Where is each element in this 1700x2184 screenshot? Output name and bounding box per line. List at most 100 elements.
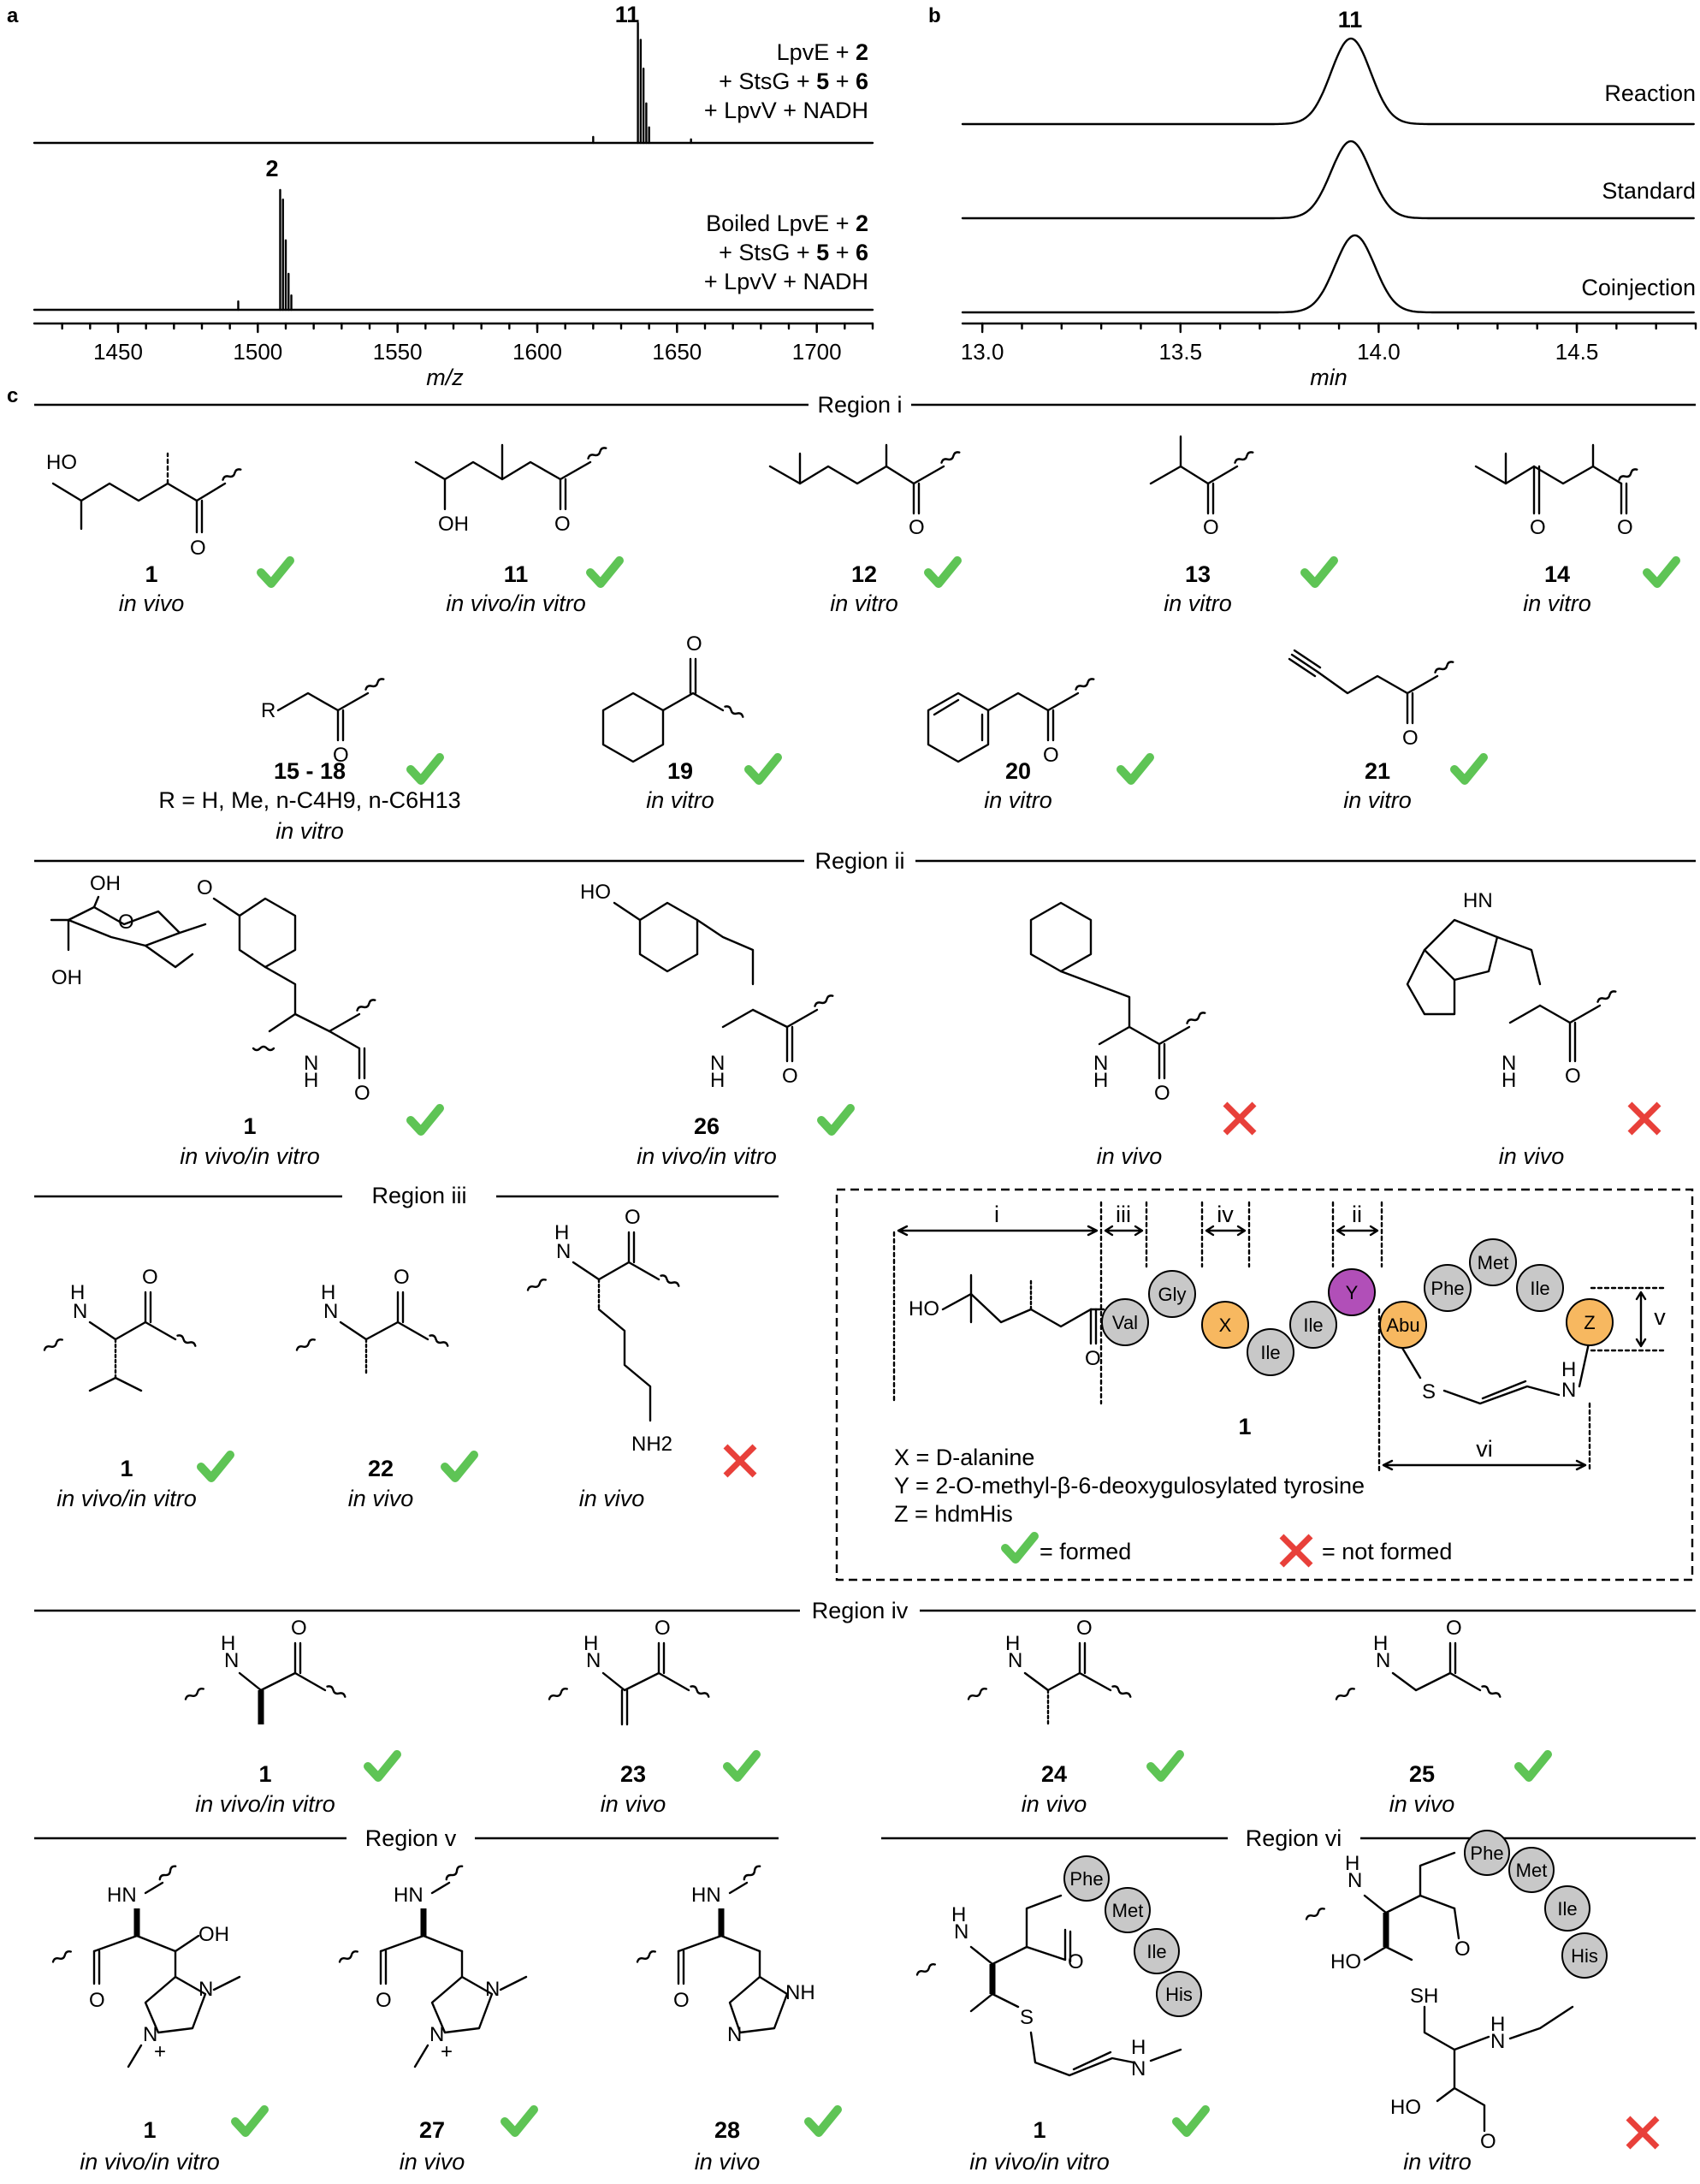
lysine-region-iii: N H O NH2	[525, 1206, 681, 1456]
formed-check-icon	[1519, 1754, 1548, 1777]
svg-text:O: O	[291, 1617, 307, 1640]
formed-check-icon	[201, 1455, 230, 1478]
panel-a-label: a	[7, 4, 19, 27]
residue-bead: Y	[1328, 1268, 1376, 1316]
formed-check-icon	[1647, 561, 1676, 584]
compound-condition: in vivo	[1097, 1143, 1163, 1169]
top-peak-label: 11	[615, 2, 640, 27]
svg-text:S: S	[1020, 2006, 1034, 2029]
residue-bead: X	[1201, 1301, 1249, 1349]
svg-text:OH: OH	[198, 1923, 229, 1946]
svg-text:H: H	[1561, 1358, 1576, 1381]
compound-condition: in vivo	[695, 2149, 761, 2175]
svg-text:S: S	[1422, 1380, 1436, 1404]
compound-1-region-i: HO O	[46, 451, 243, 560]
legend-not-formed-text: = not formed	[1322, 1539, 1452, 1564]
compound-condition: in vitro	[830, 591, 898, 616]
svg-text:O: O	[190, 537, 206, 560]
residue-bead: Val	[1101, 1298, 1149, 1346]
compound-condition: in vivo	[1499, 1143, 1565, 1169]
compound-number: 1	[143, 2117, 156, 2143]
trace-coinjection	[961, 234, 1695, 314]
bottom-legend-line1: Boiled LpvE + 2	[706, 211, 868, 236]
compound-1-region-vi: N H O S N H	[915, 1894, 1205, 2133]
x-tick-label: 1650	[652, 339, 702, 365]
peptide-bead: Phe	[1063, 1855, 1110, 1902]
svg-text:HN: HN	[394, 1884, 424, 1907]
x-tick-label: 1550	[373, 339, 423, 365]
compound-number: 14	[1544, 561, 1570, 587]
definition-z: Z = hdmHis	[894, 1501, 1013, 1527]
compound-number: 21	[1365, 758, 1390, 784]
bottom-legend-line2: + StsG + 5 + 6	[719, 240, 868, 265]
compound-condition: in vitro	[646, 787, 714, 813]
svg-text:H: H	[321, 1281, 335, 1304]
svg-text:Abu: Abu	[1386, 1315, 1419, 1336]
peptide-bead: His	[1156, 1971, 1202, 2017]
svg-text:N: N	[727, 2023, 742, 2046]
compound-20-region-i: O	[927, 676, 1096, 767]
compound-26-region-ii: HO N H O	[580, 881, 835, 1092]
d-alanine-region-iv: N H O	[183, 1617, 347, 1724]
x-tick-label: 1450	[93, 339, 143, 365]
svg-text:His: His	[1165, 1984, 1193, 2005]
svg-text:HN: HN	[107, 1884, 137, 1907]
region-iii-title: Region iii	[371, 1183, 466, 1208]
compound-27-region-v: HN O N N +	[337, 1864, 528, 2068]
svg-text:O: O	[1402, 727, 1419, 750]
svg-text:H: H	[304, 1069, 318, 1092]
span-label-ii: ii	[1352, 1202, 1362, 1227]
svg-text:HN: HN	[691, 1884, 721, 1907]
svg-text:X: X	[1219, 1315, 1232, 1336]
compound-number: 19	[667, 758, 693, 784]
svg-text:Ile: Ile	[1557, 1898, 1577, 1920]
span-label-iii: iii	[1116, 1202, 1131, 1227]
compound-number: 20	[1005, 758, 1031, 784]
span-label-iv: iv	[1217, 1202, 1234, 1227]
svg-text:O: O	[1446, 1617, 1462, 1640]
compound-condition: in vivo/in vitro	[195, 1791, 335, 1817]
compound-condition: in vitro	[1343, 787, 1412, 813]
svg-text:Ile: Ile	[1260, 1342, 1280, 1363]
region-i-title: Region i	[817, 392, 902, 418]
svg-text:O: O	[686, 632, 702, 656]
compound-number: 11	[504, 561, 529, 587]
formed-check-icon	[1305, 561, 1334, 584]
formed-check-icon	[368, 1754, 397, 1777]
formed-check-icon	[821, 1108, 850, 1131]
svg-text:+: +	[154, 2040, 166, 2063]
top-legend-line2: + StsG + 5 + 6	[719, 68, 868, 94]
residue-bead: Ile	[1247, 1328, 1294, 1376]
peptide-bead: Met	[1105, 1887, 1151, 1933]
formed-check-icon	[590, 561, 619, 584]
svg-text:O: O	[197, 876, 213, 899]
svg-text:N: N	[224, 1649, 239, 1672]
svg-text:O: O	[89, 1989, 105, 2012]
formed-check-icon	[809, 2110, 838, 2133]
svg-text:Val: Val	[1112, 1312, 1138, 1333]
svg-text:HN: HN	[1463, 889, 1493, 912]
compound-condition: in vivo	[348, 1486, 414, 1511]
peptide-bead: Ile	[1134, 1928, 1180, 1974]
svg-text:O: O	[354, 1082, 370, 1105]
span-label-vi: vi	[1476, 1436, 1493, 1462]
x-tick-label: 14.5	[1555, 339, 1599, 365]
svg-text:O: O	[1203, 516, 1219, 539]
svg-text:N: N	[1502, 1052, 1516, 1075]
dehydroalanine-region-iv: N H O	[547, 1617, 711, 1726]
svg-text:O: O	[655, 1617, 671, 1640]
top-legend-line1: LpvE + 2	[777, 39, 868, 65]
formed-check-icon	[1454, 757, 1484, 780]
svg-text:O: O	[1154, 1082, 1170, 1105]
compound-14-region-i: O O	[1474, 443, 1639, 539]
structure-legend-box: i iii iv ii v vi HO O S N H 1 ValGlyXIle…	[835, 1188, 1694, 1582]
compound-condition: in vivo	[400, 2149, 465, 2175]
compound-number: 26	[694, 1113, 720, 1139]
trace-label-standard: Standard	[1602, 178, 1696, 204]
compound-12-region-i: O	[768, 443, 962, 539]
svg-text:H: H	[1373, 1632, 1388, 1655]
